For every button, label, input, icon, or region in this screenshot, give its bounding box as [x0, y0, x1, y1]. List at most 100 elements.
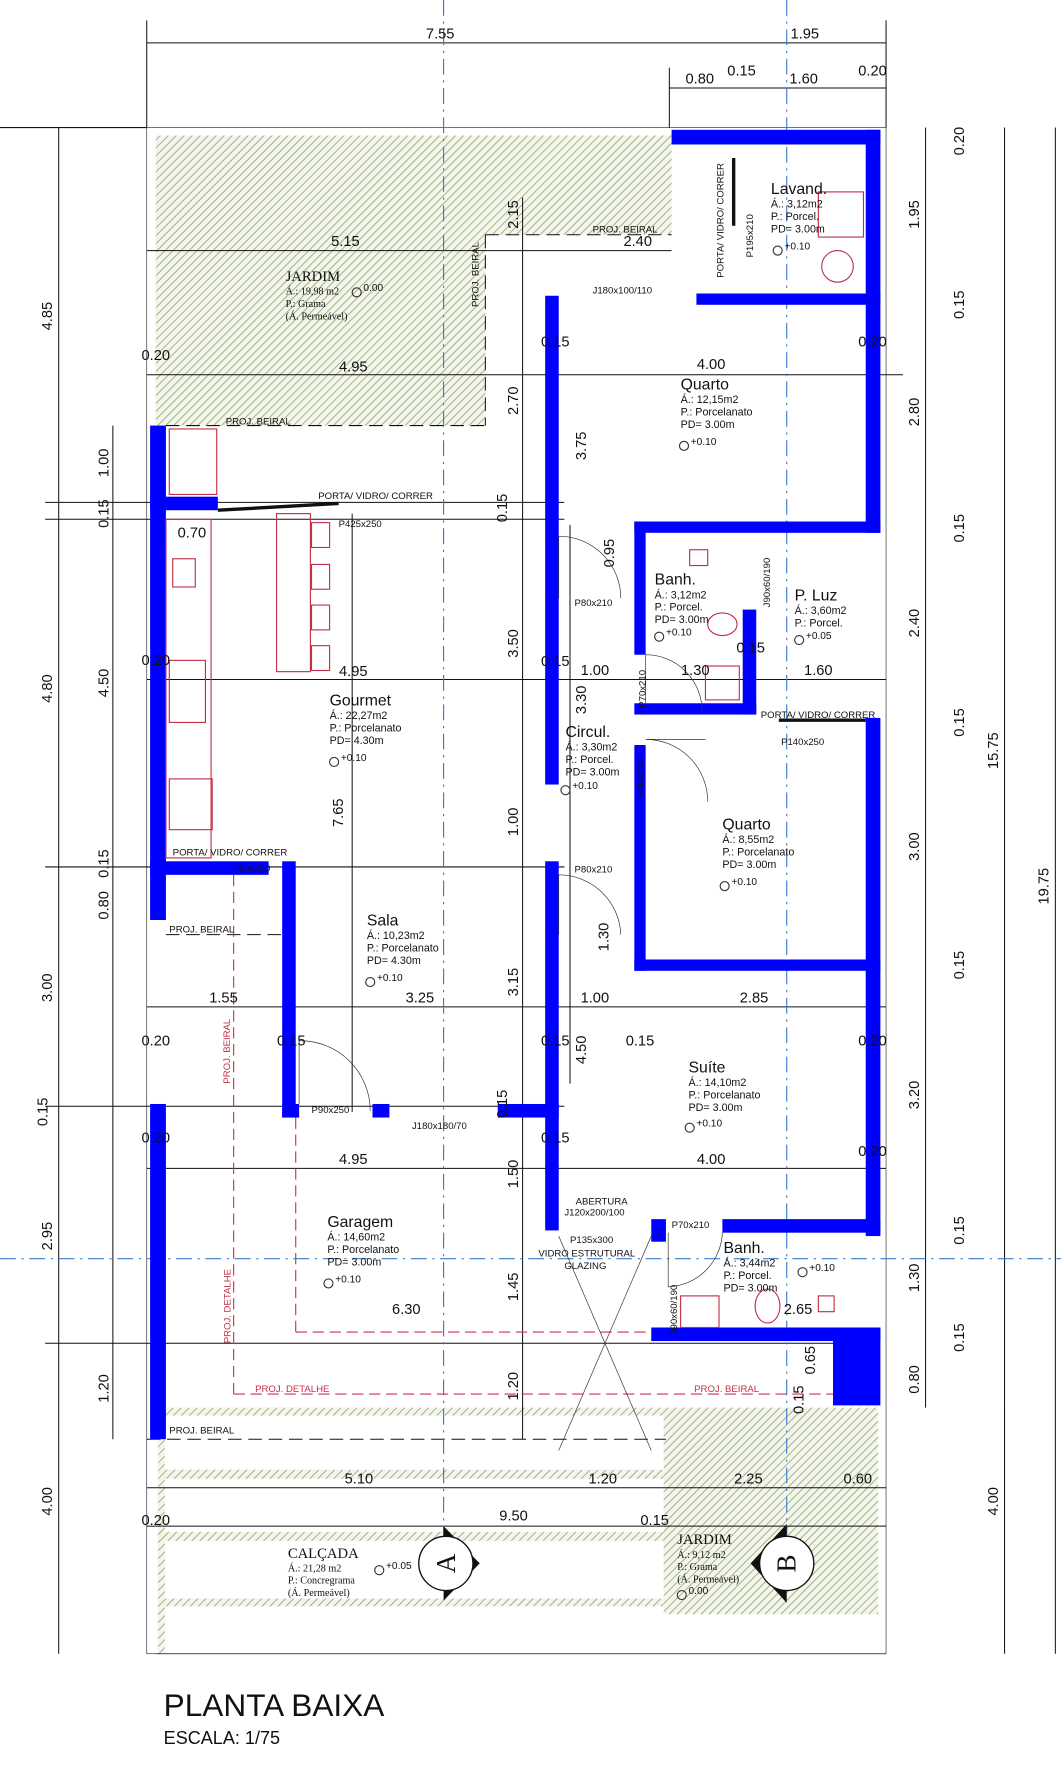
- stool-icon: [310, 563, 331, 590]
- room-info: Á.: 3,12m2: [771, 198, 823, 211]
- dimension-label: 0.20: [858, 1033, 887, 1049]
- level-marker-icon: [794, 634, 805, 646]
- room-name: Banh.: [655, 572, 696, 589]
- dimension-label: 3.50: [506, 629, 522, 658]
- dimension-label: 0.15: [495, 1090, 511, 1119]
- dimension-label: 1.60: [789, 72, 818, 88]
- room-level: +0.10: [666, 628, 692, 639]
- level-marker-icon: [374, 1565, 385, 1576]
- dimension-label: 0.15: [952, 1323, 968, 1352]
- room-info: PD= 3.00m: [724, 1282, 778, 1294]
- annotation-label: J90x60/190: [669, 1285, 680, 1335]
- room-level: +0.10: [784, 241, 810, 252]
- dimension-label: 1.00: [581, 663, 610, 679]
- dimension-label: 1.45: [506, 1273, 522, 1302]
- room-info: Á.: 19,98 m2: [286, 286, 340, 298]
- dimension-label: 3.75: [574, 432, 590, 461]
- dimension-label: 2.95: [40, 1222, 56, 1251]
- dimension-label: 0.15: [96, 499, 112, 528]
- shower-icon: [817, 1295, 835, 1313]
- doors: [217, 158, 866, 1451]
- room-info: Á.: 14,10m2: [689, 1076, 747, 1089]
- room-info: P.: Porcelanato: [722, 847, 794, 859]
- toilet-icon: [707, 612, 738, 637]
- room-info: Á.: 3,12m2: [655, 588, 707, 601]
- dimension-label: 2.40: [623, 234, 652, 250]
- dimension-label: 4.50: [574, 1036, 590, 1065]
- dimension-label: 1.55: [209, 990, 238, 1006]
- hatched-areas: [155, 135, 879, 1654]
- sidewalk-strip: [158, 1469, 664, 1479]
- room-info: PD= 3.00m: [771, 224, 825, 236]
- annotation-label: PROJ. BEIRAL: [226, 416, 292, 427]
- section-label: B: [772, 1554, 802, 1572]
- dimension-label: 0.20: [858, 64, 887, 80]
- room-info: Á.: 3,60m2: [795, 604, 847, 617]
- dimension-label: 0.20: [952, 127, 968, 156]
- dimension-label: 1.30: [681, 663, 710, 679]
- annotation-label: P80x210: [635, 759, 646, 797]
- dimension-label: 1.20: [588, 1471, 617, 1487]
- dimension-label: 0.80: [686, 72, 715, 88]
- annotation-label: P80x210: [575, 598, 613, 609]
- room-level: 0.00: [363, 283, 383, 294]
- dimension-label: 4.50: [96, 669, 112, 698]
- room-info: Á.: 8,55m2: [722, 833, 774, 846]
- annotation-label: PROJ. BEIRAL: [169, 1426, 235, 1437]
- annotation-label: PORTA/ VIDRO/ CORRER: [173, 848, 288, 859]
- dimension-label: 1.95: [791, 26, 820, 42]
- dimension-label: 1.60: [804, 663, 833, 679]
- drawing-title: PLANTA BAIXA: [164, 1687, 386, 1723]
- stool-icon: [310, 604, 331, 631]
- dimension-label: 2.15: [506, 200, 522, 229]
- room-name: Garagem: [327, 1214, 393, 1231]
- annotation-label: J180x180/70: [412, 1121, 467, 1132]
- dimension-lines: [0, 20, 1056, 1655]
- room-info: Á.: 3,44m2: [724, 1257, 776, 1270]
- level-marker-icon: [684, 1122, 695, 1133]
- annotation-label: PORTA/ VIDRO/ CORRER: [318, 491, 433, 502]
- dimension-label: 4.95: [339, 359, 368, 375]
- dimension-label: 3.25: [406, 990, 435, 1006]
- annotation-label: P140x250: [781, 737, 824, 748]
- room-info: P.: Porcelanato: [681, 406, 753, 418]
- dimension-label: 2.80: [907, 398, 923, 427]
- room-info: P.: Porcel.: [565, 754, 613, 766]
- annotation-label: VIDRO ESTRUTURAL: [538, 1248, 636, 1259]
- kitchen-counter: [168, 428, 218, 495]
- room-info: (Á. Permeável): [286, 310, 348, 322]
- dimension-label: 4.80: [40, 674, 56, 703]
- laundry-sink-icon: [817, 191, 865, 238]
- annotation-label: PROJ. BEIRAL: [222, 1018, 233, 1084]
- dimension-label: 0.20: [141, 348, 170, 364]
- dimension-label: 4.00: [697, 357, 726, 373]
- section-label: A: [431, 1553, 461, 1573]
- room-name: Quarto: [681, 376, 730, 393]
- dimension-label: 0.15: [35, 1098, 51, 1127]
- basin-icon: [680, 1295, 720, 1329]
- room-info: P.: Porcelanato: [367, 943, 439, 955]
- annotation-label: P70x210: [672, 1220, 710, 1231]
- room-name: Suíte: [689, 1059, 726, 1076]
- room-name: Banh.: [724, 1240, 765, 1257]
- dimension-label: 0.20: [858, 335, 887, 351]
- drawing-scale: ESCALA: 1/75: [164, 1728, 280, 1748]
- room-level: +0.10: [335, 1274, 361, 1285]
- dimension-label: 0.15: [792, 1385, 808, 1414]
- dimension-label: 1.30: [596, 923, 612, 952]
- room-info: P.: Porcelanato: [327, 1244, 399, 1256]
- dimension-label: 1.50: [506, 1160, 522, 1189]
- dimension-label: 3.00: [907, 832, 923, 861]
- level-marker-icon: [365, 976, 376, 988]
- room-info: PD= 3.00m: [722, 859, 776, 871]
- room-name: JARDIM: [677, 1532, 732, 1548]
- dimension-label: 0.15: [541, 1130, 570, 1146]
